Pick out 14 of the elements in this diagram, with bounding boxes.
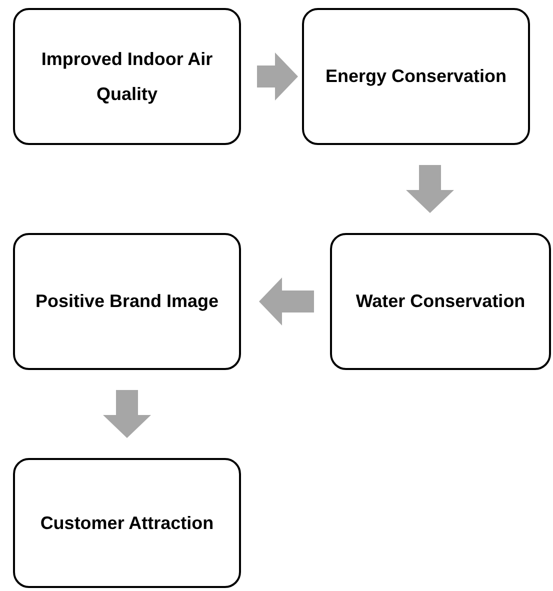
box-label: Water Conservation (356, 290, 526, 314)
box-label: Energy Conservation (325, 65, 507, 88)
process-box (13, 458, 241, 588)
block-arrow (259, 278, 314, 326)
box-label: Positive Brand Image (35, 290, 219, 314)
box-label: Customer Attraction (40, 512, 214, 535)
block-arrow (406, 165, 454, 213)
process-box (330, 233, 551, 370)
process-box (13, 8, 241, 145)
process-box (13, 233, 241, 370)
block-arrow (257, 52, 298, 100)
box-label: Improved Indoor Air Quality (40, 48, 214, 106)
process-box (302, 8, 530, 145)
block-arrow (103, 390, 151, 438)
